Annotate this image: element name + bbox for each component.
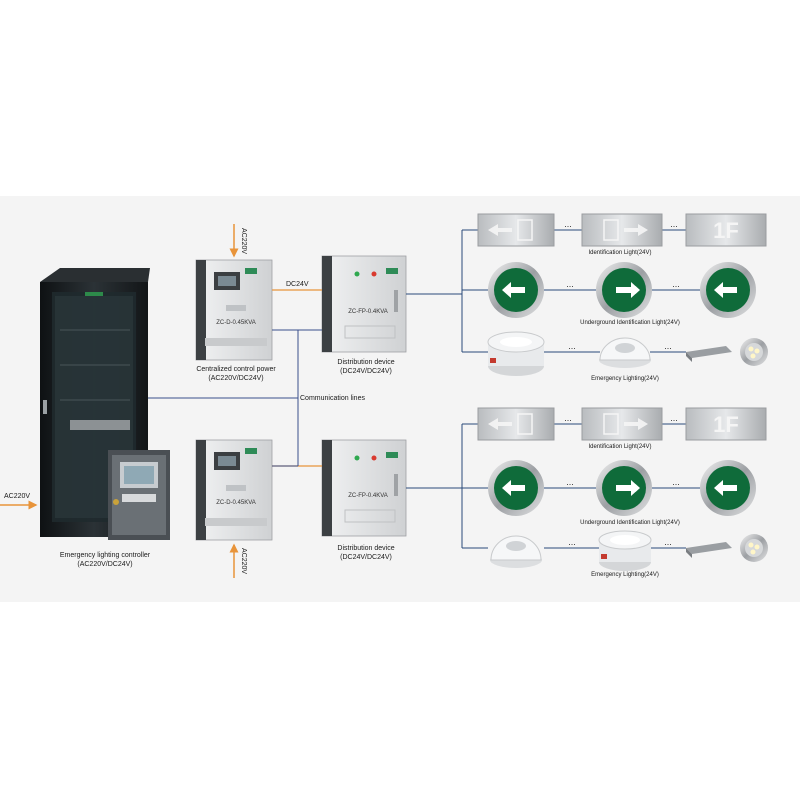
power-unit-1 (195, 259, 273, 361)
underground-light-1b (596, 262, 652, 318)
emergency-lighting-controller-cabinet (40, 268, 170, 540)
controller-sub: (AC220V/DC24V) (77, 561, 133, 568)
ellipsis: ... (672, 477, 680, 487)
floor-sign-1 (685, 213, 767, 247)
controller-label: Emergency lighting controller (AC220V/DC… (40, 551, 170, 569)
underground-light-2a (488, 460, 544, 516)
identification-light-1b (581, 213, 663, 247)
distribution-device-2 (321, 439, 407, 537)
emergency-light-2b (598, 530, 652, 571)
distribution-device-1 (321, 255, 407, 353)
ellipsis: ... (664, 537, 672, 547)
power-unit-1-sub: (AC220V/DC24V) (208, 375, 264, 382)
underground-light-2c (700, 460, 756, 516)
emergency-light-1c (686, 338, 768, 366)
distribution-2-model: ZC-FP-0.4KVA (348, 493, 388, 499)
controller-title: Emergency lighting controller (59, 552, 151, 559)
emergency-light-2c (686, 534, 768, 562)
power-unit-2 (195, 439, 273, 541)
ellipsis: ... (564, 219, 572, 229)
distribution-1-title: Distribution device (337, 359, 395, 366)
ac-input-label: AC220V (4, 493, 31, 500)
branch-lines (406, 229, 700, 549)
ellipsis: ... (672, 279, 680, 289)
ellipsis: ... (564, 413, 572, 423)
ellipsis: ... (568, 537, 576, 547)
floor-sign-2 (685, 407, 767, 441)
ellipsis: ... (670, 413, 678, 423)
distribution-1-model: ZC-FP-0.4KVA (348, 309, 388, 315)
distribution-2-sub: (DC24V/DC24V) (340, 554, 392, 561)
identification-label-1: Identification Light(24V) (588, 250, 652, 256)
power-unit-2-model: ZC-D-0.45KVA (216, 500, 256, 506)
emergency-light-1b (599, 337, 651, 368)
identification-light-2b (581, 407, 663, 441)
power-unit-1-model: ZC-D-0.45KVA (216, 320, 256, 326)
emergency-label-1: Emergency Lighting(24V) (591, 376, 659, 382)
power-unit-2-supply-label: AC220V (240, 548, 247, 574)
ellipsis: ... (664, 341, 672, 351)
distribution-2-label: Distribution device (DC24V/DC24V) (324, 544, 408, 562)
power-unit-1-label: Centralized control power (AC220V/DC24V) (186, 365, 286, 383)
floor-sign-2-text: 1F (713, 412, 739, 437)
underground-light-1a (488, 262, 544, 318)
ellipsis: ... (566, 279, 574, 289)
emergency-light-2a (490, 535, 542, 568)
comm-lines-label: Communication lines (300, 395, 365, 402)
ellipsis: ... (566, 477, 574, 487)
communication-lines (148, 329, 322, 467)
underground-label-1: Underground Identification Light(24V) (580, 320, 680, 326)
identification-label-2: Identification Light(24V) (588, 444, 652, 450)
floor-sign-1-text: 1F (713, 218, 739, 243)
underground-label-2: Underground Identification Light(24V) (580, 520, 680, 526)
identification-light-2a (477, 407, 555, 441)
power-unit-1-supply-label: AC220V (240, 228, 247, 254)
emergency-light-1a (487, 331, 545, 376)
distribution-1-label: Distribution device (DC24V/DC24V) (324, 358, 408, 376)
distribution-1-sub: (DC24V/DC24V) (340, 368, 392, 375)
ellipsis: ... (568, 341, 576, 351)
dc-link-label: DC24V (286, 281, 309, 288)
identification-light-1a (477, 213, 555, 247)
power-unit-1-title: Centralized control power (196, 366, 276, 373)
distribution-2-title: Distribution device (337, 545, 395, 552)
underground-light-2b (596, 460, 652, 516)
underground-light-1c (700, 262, 756, 318)
emergency-label-2: Emergency Lighting(24V) (591, 572, 659, 578)
ellipsis: ... (670, 219, 678, 229)
